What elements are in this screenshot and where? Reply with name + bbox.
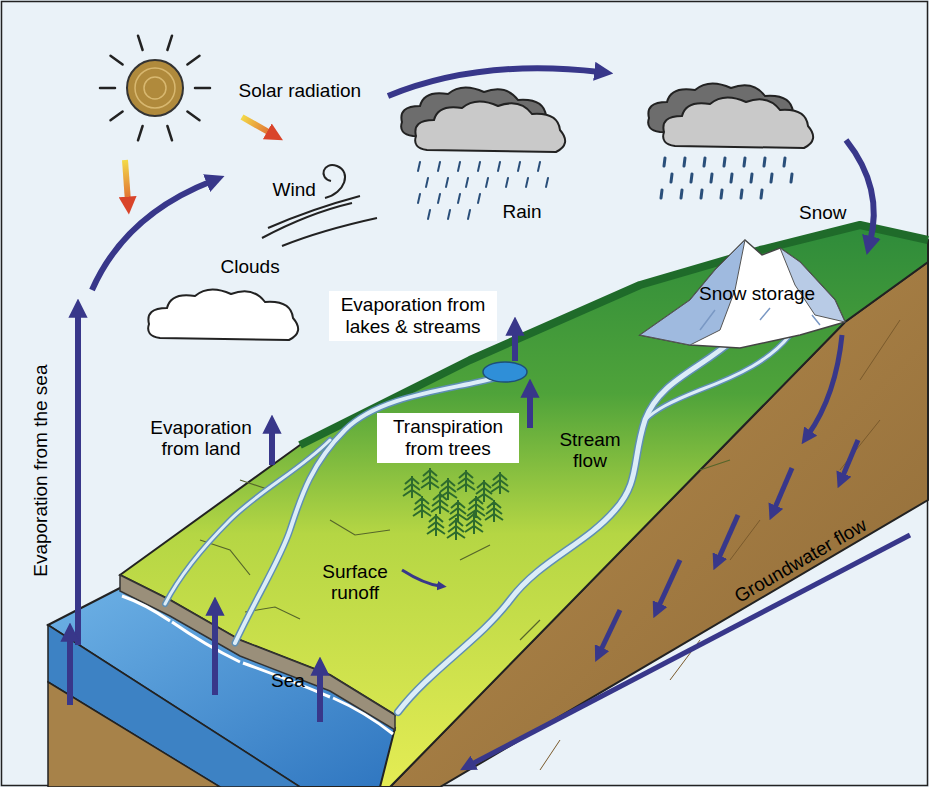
solar-ray-arrow bbox=[125, 160, 128, 202]
tree-icons bbox=[449, 500, 467, 522]
wind-lines bbox=[262, 203, 352, 238]
cycle-arrow bbox=[512, 330, 518, 361]
cycle-arrow bbox=[388, 68, 600, 96]
part-label: Stream flow bbox=[557, 429, 623, 472]
stream-lines bbox=[645, 335, 790, 420]
solar-ray-arrow bbox=[242, 117, 272, 134]
tree-icons bbox=[485, 500, 503, 522]
cycle-arrow bbox=[75, 312, 81, 645]
snow-mountain bbox=[700, 308, 820, 330]
snow-cloud-icon bbox=[661, 158, 792, 198]
snow-cloud-icon bbox=[648, 83, 813, 198]
terrain-block bbox=[48, 682, 220, 787]
part-label: Solar radiation bbox=[239, 80, 362, 101]
groundwater-arrow bbox=[808, 335, 842, 435]
text-box: Transpiration from trees bbox=[377, 413, 519, 463]
part-label: Surface runoff bbox=[316, 561, 394, 604]
stream-lines bbox=[165, 440, 330, 604]
groundwater-arrow bbox=[842, 440, 858, 478]
runoff-arrow bbox=[402, 570, 440, 586]
cloud-icon bbox=[148, 289, 298, 340]
wind-lines bbox=[268, 196, 360, 228]
cycle-arrow bbox=[70, 68, 874, 722]
tree-icons bbox=[413, 496, 431, 518]
tree-icons bbox=[403, 476, 421, 498]
tree-icons bbox=[403, 468, 509, 540]
tree-icons bbox=[491, 472, 509, 494]
tree-icons bbox=[447, 518, 465, 540]
tree-icons bbox=[421, 468, 439, 490]
sun-icon bbox=[127, 60, 183, 116]
part-label: Sea bbox=[271, 670, 305, 691]
groundwater-arrow bbox=[718, 515, 738, 560]
box-text: Evaporation from lakes & streams bbox=[337, 294, 489, 338]
part-label: Clouds bbox=[221, 256, 280, 277]
part-label: Evaporation from the sea bbox=[30, 364, 51, 576]
stream-lines bbox=[165, 440, 330, 604]
groundwater-arrow bbox=[470, 335, 910, 765]
terrain-block bbox=[122, 596, 393, 734]
terrain-block bbox=[300, 225, 928, 445]
cycle-arrow bbox=[269, 428, 275, 465]
tree-icons bbox=[427, 514, 445, 536]
text-box: Evaporation from lakes & streams bbox=[329, 291, 497, 341]
terrain-block bbox=[48, 225, 928, 787]
cycle-arrow bbox=[67, 636, 73, 705]
lake-icon bbox=[483, 362, 527, 382]
groundwater-arrow bbox=[600, 610, 620, 652]
cycle-arrow bbox=[846, 140, 874, 242]
part-label: Snow bbox=[799, 202, 847, 223]
sun-icon bbox=[100, 36, 210, 141]
part-label: Rain bbox=[503, 201, 542, 222]
tree-icons bbox=[431, 492, 449, 514]
cycle-arrow bbox=[212, 610, 218, 695]
cycle-arrow bbox=[527, 392, 533, 428]
wind-lines bbox=[323, 165, 345, 198]
cycle-arrow bbox=[317, 670, 323, 722]
sun-icon bbox=[100, 36, 210, 141]
tree-icons bbox=[465, 512, 483, 534]
stream-lines bbox=[398, 338, 735, 712]
stream-lines bbox=[165, 335, 790, 712]
stream-lines bbox=[645, 335, 790, 420]
runoff-arrow bbox=[402, 570, 440, 586]
part-label: Wind bbox=[273, 179, 316, 200]
groundwater-arrow bbox=[774, 468, 792, 510]
tree-icons bbox=[457, 470, 475, 492]
rain-cloud-icon bbox=[401, 87, 565, 219]
wind-lines bbox=[262, 165, 377, 246]
cycle-arrow bbox=[92, 181, 212, 290]
box-text: Transpiration from trees bbox=[385, 416, 511, 460]
sun-icon bbox=[135, 68, 175, 108]
snow-mountain bbox=[640, 240, 845, 348]
sun-icon bbox=[144, 77, 166, 99]
groundwater-arrow bbox=[658, 560, 680, 608]
part-label: Evaporation from land bbox=[140, 417, 262, 460]
part-label: Snow storage bbox=[699, 283, 815, 304]
wind-lines bbox=[282, 218, 377, 246]
rain-cloud-icon bbox=[415, 101, 565, 152]
cloud-icon bbox=[148, 289, 298, 340]
snow-cloud-icon bbox=[663, 97, 813, 148]
snow-mountain bbox=[640, 240, 845, 348]
groundwater-arrow bbox=[470, 535, 910, 765]
